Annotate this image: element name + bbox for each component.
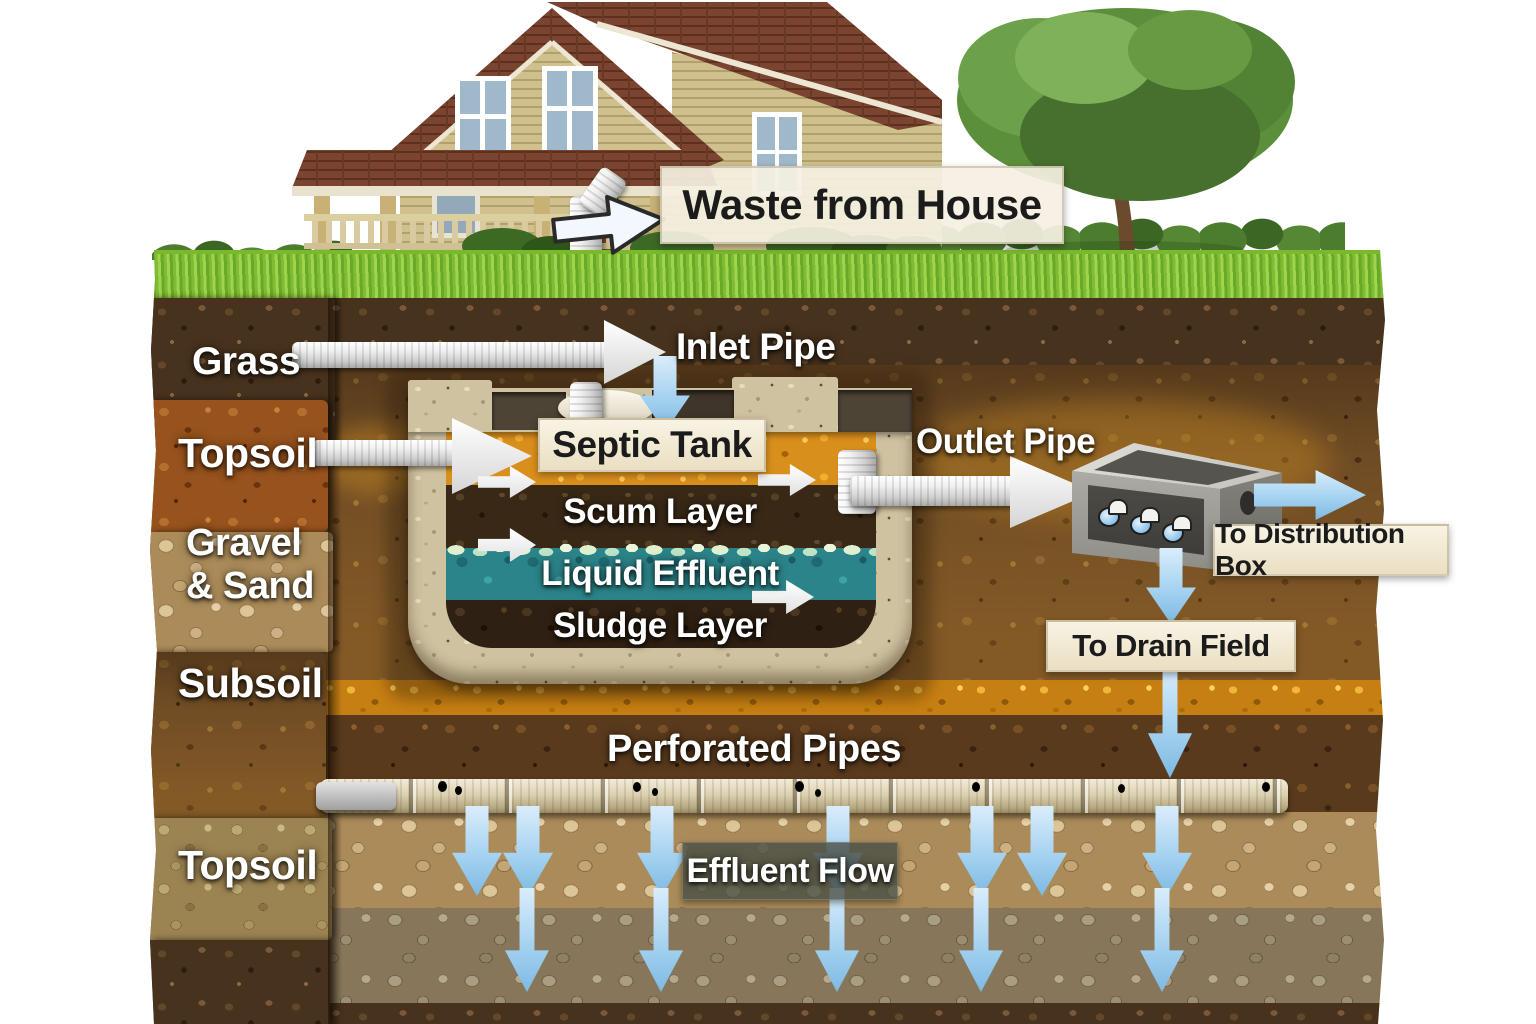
label-to-distribution-box: To Distribution Box <box>1213 518 1449 581</box>
porch-roof <box>292 150 718 188</box>
label-septic-tank-text: Septic Tank <box>552 424 752 465</box>
grass-surface <box>150 250 1385 298</box>
label-liquid-effluent: Liquid Effluent <box>541 554 779 593</box>
perforation-hole <box>633 782 641 792</box>
label-outlet-pipe: Outlet Pipe <box>916 422 1096 461</box>
label-to-drain-field-text: To Drain Field <box>1072 628 1270 663</box>
tree <box>957 8 1295 259</box>
grass-blades <box>150 250 1385 254</box>
perforation-hole <box>795 781 804 792</box>
perforated-pipe-cap <box>316 782 396 810</box>
label-to-distribution-box-text: To Distribution Box <box>1215 518 1405 581</box>
label-waste-from-house: Waste from House <box>660 166 1064 244</box>
profile-block-topsoil-lower <box>150 818 332 940</box>
distribution-fitting <box>1096 499 1128 527</box>
perforated-pipe <box>320 779 1288 813</box>
label-effluent-flow: Effluent Flow <box>682 842 898 900</box>
profile-crack <box>328 298 342 1024</box>
porch-rail <box>304 214 644 221</box>
tank-layer-sludge <box>446 600 876 648</box>
waste-arrow-icon <box>551 195 666 255</box>
soil-band-bottom <box>150 1003 1385 1024</box>
perforation-hole <box>1118 784 1125 793</box>
profile-label-gravel-sand: Gravel & Sand <box>186 522 314 607</box>
label-septic-tank: Septic Tank <box>538 418 766 472</box>
outlet-pipe <box>850 476 1020 506</box>
topsoil-pointer-pipe <box>312 440 462 466</box>
label-perforated-pipes: Perforated Pipes <box>607 728 902 770</box>
tank-foam-line <box>446 540 876 556</box>
label-scum-layer: Scum Layer <box>563 492 757 531</box>
distribution-box-outlet-hole <box>1240 491 1256 515</box>
label-waste-from-house-text: Waste from House <box>682 181 1042 228</box>
tank-riser-left <box>408 380 492 432</box>
profile-label-topsoil: Topsoil <box>178 430 318 476</box>
perforation-hole <box>972 782 980 792</box>
distribution-box <box>1072 443 1290 573</box>
label-sludge-layer: Sludge Layer <box>553 606 767 645</box>
label-to-drain-field: To Drain Field <box>1046 620 1296 672</box>
profile-block-base <box>150 940 330 1024</box>
perforation-hole <box>455 786 462 795</box>
grass-pointer-pipe <box>292 342 612 368</box>
distribution-fitting <box>1160 515 1192 543</box>
profile-label-subsoil: Subsoil <box>178 660 323 706</box>
perforation-hole <box>1262 782 1270 792</box>
perforation-hole <box>438 781 447 792</box>
profile-label-grass: Grass <box>192 340 301 383</box>
tank-lid-gap <box>838 390 912 432</box>
perforation-hole <box>652 788 658 796</box>
soil-band-gold-gravel <box>150 680 1385 715</box>
perforation-hole <box>815 789 821 797</box>
label-effluent-flow-text: Effluent Flow <box>686 851 894 890</box>
profile-block-subsoil <box>150 652 326 818</box>
label-inlet-pipe: Inlet Pipe <box>676 326 836 367</box>
distribution-fitting <box>1128 507 1160 535</box>
profile-block-gravel-sand <box>150 532 333 652</box>
profile-label-topsoil-lower: Topsoil <box>178 842 318 888</box>
profile-block-topsoil <box>150 400 328 532</box>
